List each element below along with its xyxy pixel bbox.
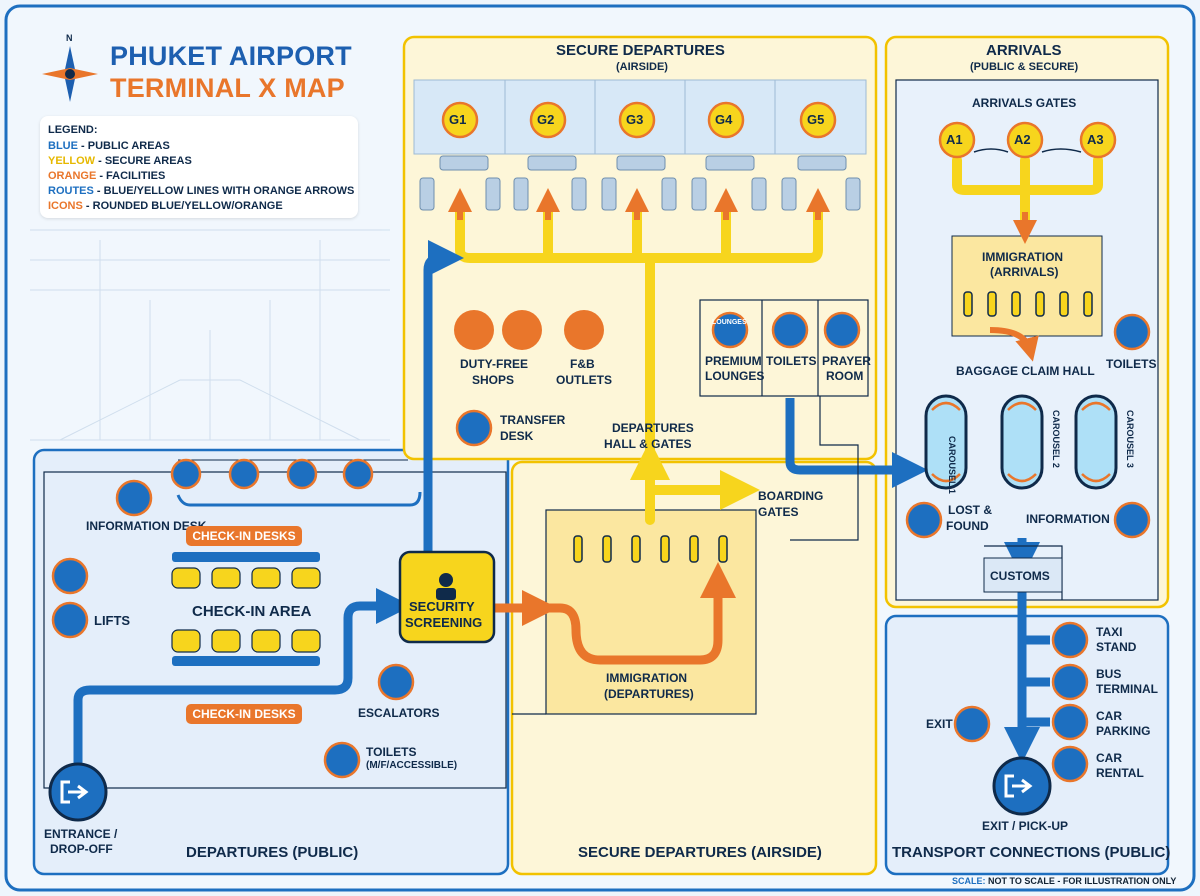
scale-note: SCALE: NOT TO SCALE - FOR ILLUSTRATION O… <box>952 876 1177 886</box>
exit-pickup-label[interactable]: EXIT / PICK-UP <box>982 819 1069 833</box>
information-arrivals-label[interactable]: INFORMATION <box>1026 512 1110 526</box>
terminal-sketch-background <box>30 229 390 441</box>
taxi-stand-label-2: STAND <box>1096 640 1137 654</box>
bus-terminal-label-2: TERMINAL <box>1096 682 1158 696</box>
orange-facility-icons <box>454 310 604 350</box>
premium-lounges-label-2: LOUNGES <box>705 369 765 383</box>
boarding-gates-label[interactable]: BOARDING <box>758 489 824 503</box>
departures-hall-label[interactable]: DEPARTURES <box>612 421 694 435</box>
toilets-public-sublabel: (M/F/ACCESSIBLE) <box>366 760 458 771</box>
carousels <box>924 394 1118 490</box>
gate-a3[interactable]: A3 <box>1087 132 1104 147</box>
prayer-room-label-2: ROOM <box>826 369 864 383</box>
gate-a2[interactable]: A2 <box>1014 132 1031 147</box>
lifts-label[interactable]: LIFTS <box>94 613 131 628</box>
legend-box: LEGEND: BLUE - PUBLIC AREAS YELLOW - SEC… <box>40 116 358 218</box>
duty-free-label[interactable]: DUTY-FREE <box>460 357 529 371</box>
departures-hall-label-2: HALL & GATES <box>604 437 692 451</box>
secure-departures-subheading: (AIRSIDE) <box>616 61 668 73</box>
escalators-label[interactable]: ESCALATORS <box>358 706 440 720</box>
car-parking-label-2: PARKING <box>1096 724 1151 738</box>
legend-row-icons: ICONS - ROUNDED BLUE/YELLOW/ORANGE <box>48 200 283 212</box>
immigration-route <box>490 562 736 665</box>
lost-found-label-2: FOUND <box>946 519 989 533</box>
lounge-sign-text: LOUNGES <box>712 319 747 326</box>
secure-departures-zone-label: SECURE DEPARTURES (AIRSIDE) <box>578 844 822 861</box>
fb-label[interactable]: F&B <box>570 357 595 371</box>
bus-terminal-label[interactable]: BUS <box>1096 667 1122 681</box>
toilets-public-label[interactable]: TOILETS <box>366 745 417 759</box>
public-routes <box>73 240 1050 770</box>
checkin-desks-top-label: CHECK-IN DESKS <box>186 526 302 546</box>
legend-heading: LEGEND: <box>48 124 98 136</box>
car-rental-label-2: RENTAL <box>1096 766 1144 780</box>
gate-g5[interactable]: G5 <box>807 112 825 127</box>
toilets-airside-label[interactable]: TOILETS <box>766 354 817 368</box>
gate-g4[interactable]: G4 <box>715 112 733 127</box>
lost-found-label[interactable]: LOST & <box>948 503 992 517</box>
carousel-1-label[interactable]: CAROUSEL 1 <box>947 436 957 494</box>
gate-g2[interactable]: G2 <box>537 112 555 127</box>
gate-g3[interactable]: G3 <box>626 112 644 127</box>
secure-routes <box>455 155 1103 525</box>
checkin-desks-bottom-label: CHECK-IN DESKS <box>186 704 302 724</box>
security-label[interactable]: SECURITY <box>409 599 475 614</box>
transport-zone-label: TRANSPORT CONNECTIONS (PUBLIC) <box>892 844 1171 861</box>
legend-row-blue: BLUE - PUBLIC AREAS <box>48 140 170 152</box>
legend-row-yellow: YELLOW - SECURE AREAS <box>48 155 192 167</box>
entrance-label-2: DROP-OFF <box>50 842 113 856</box>
arrivals-gates-label: ARRIVALS GATES <box>972 96 1077 110</box>
transfer-desk-label[interactable]: TRANSFER <box>500 413 566 427</box>
compass-icon <box>42 46 98 102</box>
duty-free-label-2: SHOPS <box>472 373 515 387</box>
boarding-gates-label-2: GATES <box>758 505 799 519</box>
baggage-claim-label[interactable]: BAGGAGE CLAIM HALL <box>956 364 1095 378</box>
departures-public-zone-label: DEPARTURES (PUBLIC) <box>186 844 359 861</box>
checkin-area-label[interactable]: CHECK-IN AREA <box>192 603 312 620</box>
facility-icons <box>51 311 1151 783</box>
immigration-departures-label[interactable]: IMMIGRATION <box>606 671 688 685</box>
information-desk-label[interactable]: INFORMATION DESK <box>86 519 207 533</box>
gate-circles <box>441 101 1117 159</box>
security-label-2: SCREENING <box>405 615 483 630</box>
map-title-line1: PHUKET AIRPORT <box>110 41 352 71</box>
gate-g1[interactable]: G1 <box>449 112 467 127</box>
compass-north-label: N <box>66 33 73 43</box>
immigration-arrivals-label[interactable]: IMMIGRATION <box>982 250 1064 264</box>
arrivals-subheading: (PUBLIC & SECURE) <box>970 61 1079 73</box>
premium-lounges-label[interactable]: PREMIUM <box>705 354 762 368</box>
transport-zone <box>884 614 1170 876</box>
gate-a1[interactable]: A1 <box>946 132 963 147</box>
legend-row-routes: ROUTES - BLUE/YELLOW LINES WITH ORANGE A… <box>48 185 355 197</box>
secure-departures-heading: SECURE DEPARTURES <box>556 42 725 59</box>
entrance-label[interactable]: ENTRANCE / <box>44 827 118 841</box>
customs-label[interactable]: CUSTOMS <box>990 569 1050 583</box>
fb-label-2: OUTLETS <box>556 373 612 387</box>
arrivals-heading: ARRIVALS <box>986 42 1062 59</box>
prayer-room-label[interactable]: PRAYER <box>822 354 871 368</box>
toilets-arrivals-label[interactable]: TOILETS <box>1106 357 1157 371</box>
immigration-departures-label-2: (DEPARTURES) <box>604 687 694 701</box>
exit-label[interactable]: EXIT <box>926 717 953 731</box>
legend-row-orange: ORANGE - FACILITIES <box>48 170 166 182</box>
map-title-line2: TERMINAL X MAP <box>110 73 345 103</box>
immigration-arrivals-label-2: (ARRIVALS) <box>990 265 1059 279</box>
carousel-2-label[interactable]: CAROUSEL 2 <box>1051 410 1061 468</box>
carousel-3-label[interactable]: CAROUSEL 3 <box>1125 410 1135 468</box>
car-rental-label[interactable]: CAR <box>1096 751 1122 765</box>
taxi-stand-label[interactable]: TAXI <box>1096 625 1123 639</box>
transfer-desk-label-2: DESK <box>500 429 534 443</box>
immigration-arrivals-room <box>951 235 1103 337</box>
gate-arrows <box>448 188 1039 362</box>
car-parking-label[interactable]: CAR <box>1096 709 1122 723</box>
departures-wall <box>43 471 507 789</box>
